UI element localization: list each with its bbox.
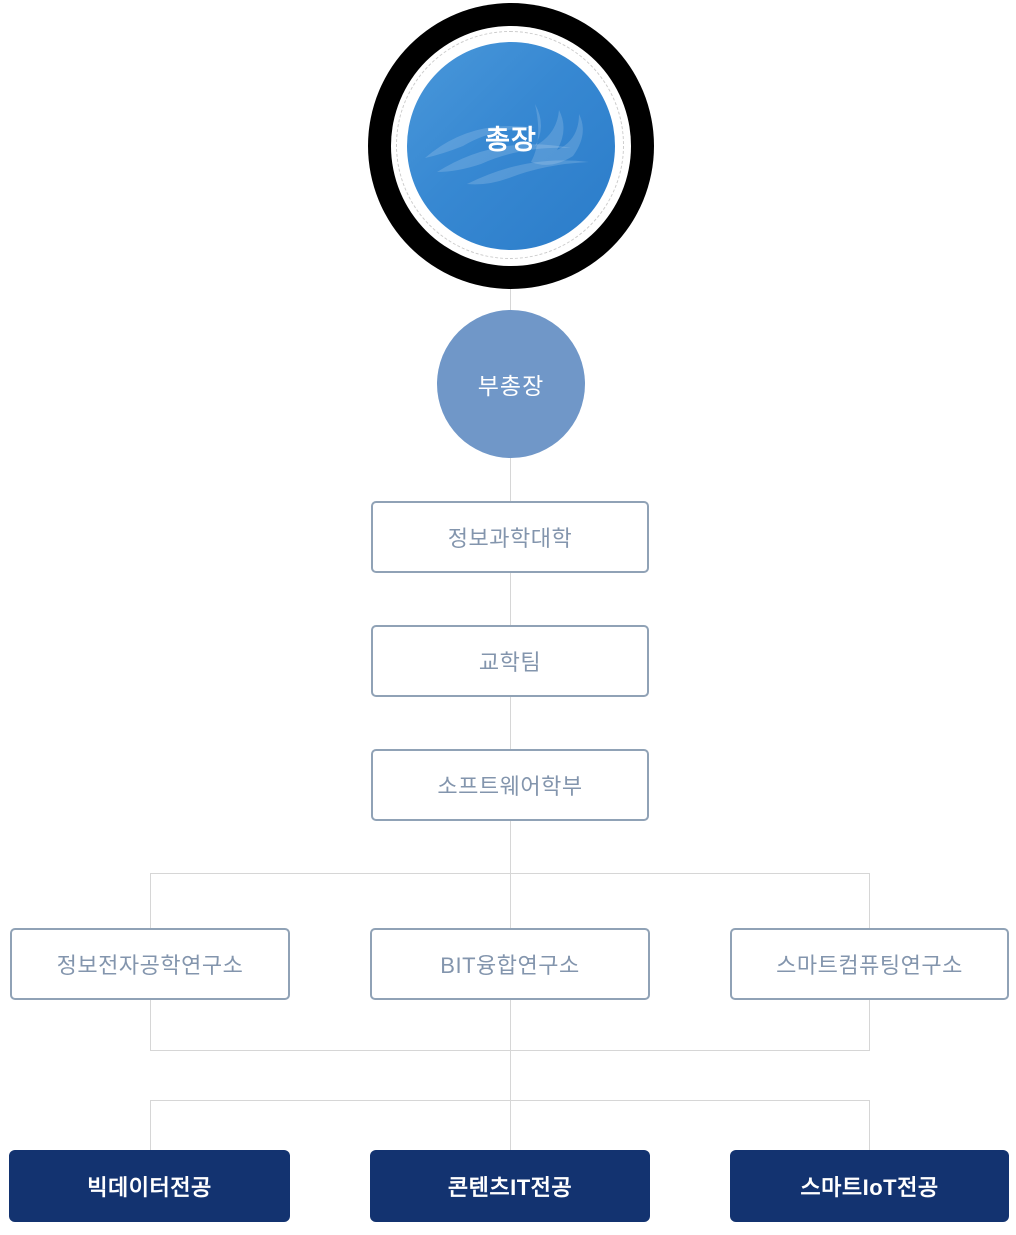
major-box-contents-it: 콘텐츠IT전공 (370, 1150, 650, 1222)
institute-label: 스마트컴퓨팅연구소 (776, 953, 963, 978)
connector-drop-major-1 (150, 1100, 151, 1151)
major-label: 콘텐츠IT전공 (447, 1175, 573, 1200)
connector-drop-major-3 (869, 1100, 870, 1151)
institute-label: BIT융합연구소 (440, 953, 580, 978)
vice-president-node: 부총장 (437, 310, 585, 458)
institute-box-electronics: 정보전자공학연구소 (10, 928, 290, 1000)
major-label: 빅데이터전공 (87, 1175, 212, 1200)
major-label: 스마트IoT전공 (800, 1175, 939, 1200)
academic-team-label: 교학팀 (478, 650, 542, 675)
connector-drop-major-2 (510, 1100, 511, 1151)
connector-rise-institute-2 (510, 999, 511, 1051)
president-node: 총장 (407, 42, 615, 250)
connector-drop-institute-3 (869, 873, 870, 930)
president-label: 총장 (485, 124, 537, 155)
software-division-box: 소프트웨어학부 (371, 749, 649, 821)
connector-drop-institute-1 (150, 873, 151, 930)
connector-college-team (510, 573, 511, 627)
academic-team-box: 교학팀 (371, 625, 649, 697)
institute-box-bit: BIT융합연구소 (370, 928, 650, 1000)
connector-mid-stem (510, 1050, 511, 1101)
connector-president-vice (510, 280, 511, 312)
college-label: 정보과학대학 (447, 526, 573, 551)
software-division-label: 소프트웨어학부 (437, 774, 583, 799)
vice-president-label: 부총장 (477, 373, 545, 399)
college-box: 정보과학대학 (371, 501, 649, 573)
connector-vice-college (510, 458, 511, 503)
connector-division-branch (510, 821, 511, 874)
connector-drop-institute-2 (510, 873, 511, 930)
institute-label: 정보전자공학연구소 (56, 953, 244, 978)
connector-team-division (510, 697, 511, 751)
major-box-bigdata: 빅데이터전공 (9, 1150, 290, 1222)
connector-rise-institute-3 (869, 999, 870, 1051)
major-box-smart-iot: 스마트IoT전공 (730, 1150, 1009, 1222)
connector-rise-institute-1 (150, 999, 151, 1051)
institute-box-smart-computing: 스마트컴퓨팅연구소 (730, 928, 1009, 1000)
president-dashed-ring (396, 31, 624, 259)
